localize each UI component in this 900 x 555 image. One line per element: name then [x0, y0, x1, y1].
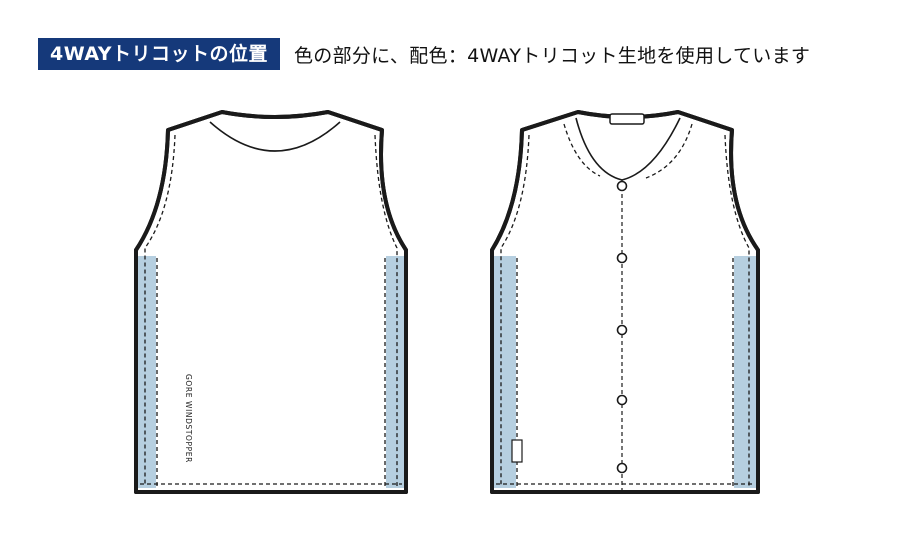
- vest-back-right-panel: [386, 256, 404, 488]
- vest-front-right-panel: [734, 256, 756, 488]
- vest-front-button: [616, 394, 628, 406]
- header: 4WAYトリコットの位置 色の部分に、配色：4WAYトリコット生地を使用していま…: [38, 38, 810, 70]
- vest-back: GORE WINDSTOPPER: [134, 110, 408, 494]
- vest-back-stitch-right-arm: [374, 134, 398, 486]
- vest-back-neckline: [209, 121, 341, 152]
- vest-front-stitch-left-arm: [500, 134, 530, 486]
- vest-back-stitch-left-arm: [144, 134, 176, 486]
- vest-front-left-panel: [494, 256, 516, 488]
- vest-front-button: [616, 180, 628, 192]
- vest-front-collar-tab: [609, 113, 645, 125]
- vest-back-left-panel: [138, 256, 156, 488]
- fabric-note: 色の部分に、配色：4WAYトリコット生地を使用しています: [293, 44, 811, 67]
- section-badge: 4WAYトリコットの位置: [38, 38, 280, 70]
- vest-front-body: [490, 110, 760, 494]
- vest-front-label-tag: [511, 439, 523, 463]
- vest-back-brand-label: GORE WINDSTOPPER: [184, 374, 193, 463]
- vest-front-stitch-right-arm: [724, 134, 750, 486]
- vest-back-body: [134, 110, 408, 494]
- vest-front-button: [616, 324, 628, 336]
- vest-front-button: [616, 462, 628, 474]
- vest-front-button: [616, 252, 628, 264]
- vest-front: [490, 110, 760, 494]
